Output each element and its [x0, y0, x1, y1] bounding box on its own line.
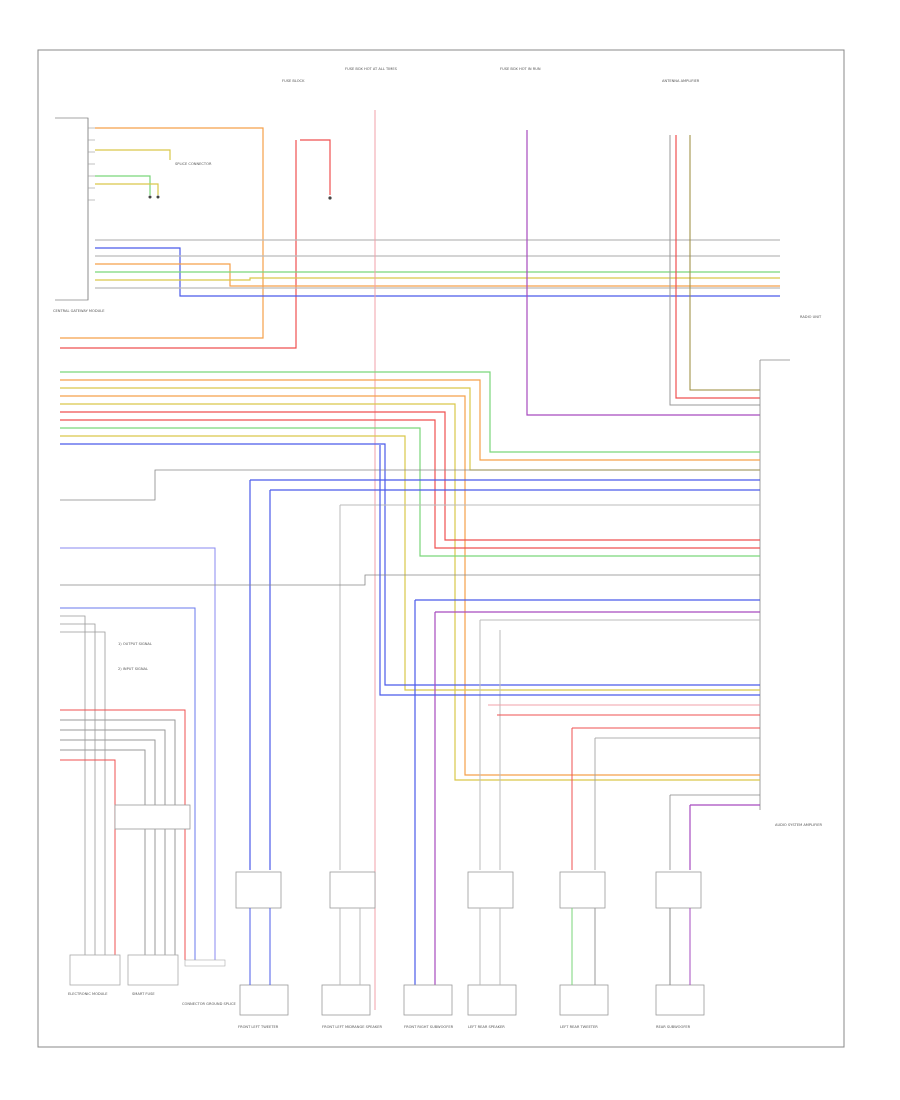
smart-fuse-box: [127, 954, 179, 986]
diagram-border: [37, 49, 845, 1048]
gateway-to-amp-wires: [60, 371, 760, 781]
central-gateway-label: CENTRAL GATEWAY MODULE: [53, 309, 105, 313]
left-rear-speaker-label: LEFT REAR SPEAKER: [468, 1025, 505, 1029]
wire-purple-top: [526, 130, 760, 416]
wire-grey-left2: [60, 615, 86, 960]
electronic-module: [69, 954, 121, 986]
audio-amplifier: AUDIO SYSTEM AMPLIFIER: [759, 359, 823, 827]
front-left-tweeter-label: FRONT LEFT TWEETER: [238, 1025, 279, 1029]
front-left-mid-label: FRONT LEFT MIDRANGE SPEAKER: [322, 1025, 382, 1029]
wire-grey-left4: [60, 631, 106, 960]
front-right-sub-label: FRONT RIGHT SUBWOOFER: [404, 1025, 454, 1029]
speakers: [239, 984, 705, 1016]
fuse-block-label: FUSE BLOCK: [282, 79, 305, 83]
wire-green-ground: [95, 175, 151, 195]
smart-fuse-wires: [60, 709, 186, 960]
smart-fuse-connector: [114, 804, 191, 830]
note-1: 1) OUTPUT SIGNAL: [118, 642, 152, 646]
wire-red-antenna: [675, 135, 760, 399]
wire-red-fuse-b: [300, 139, 331, 195]
splice-label: SPLICE CONNECTOR: [175, 162, 212, 166]
smart-fuse-label: SMART FUSE: [132, 992, 155, 996]
central-gateway-module: CENTRAL GATEWAY MODULE: [53, 117, 105, 313]
wire-grey-antenna: [669, 135, 760, 406]
wire-yellow-ground: [95, 183, 159, 195]
wire-blue-left: [60, 547, 216, 960]
top-labels: FUSE BLOCK FUSE BOX HOT AT ALL TIMES FUS…: [175, 67, 700, 166]
left-rear-tweeter-label: LEFT REAR TWEETER: [560, 1025, 598, 1029]
wire-red-fuse: [60, 140, 297, 349]
electronic-module-label: ELECTRONIC MODULE: [68, 992, 108, 996]
wire-grey-left: [60, 574, 760, 586]
wire-blue-left2: [60, 607, 196, 960]
radio-unit-label: RADIO UNIT: [800, 315, 822, 319]
wire-yellow-short: [95, 149, 171, 160]
audio-amp-label: AUDIO SYSTEM AMPLIFIER: [775, 823, 823, 827]
gateway-pins-top: [88, 127, 95, 201]
fuse-hot-label: FUSE BOX HOT AT ALL TIMES: [345, 67, 398, 71]
wire-blue-amp-low: [379, 445, 760, 696]
antenna-label: ANTENNA AMPLIFIER: [662, 79, 700, 83]
wire-grey-left3: [60, 623, 96, 960]
ground-splice-label: CONNECTOR GROUND SPLICE: [182, 1002, 237, 1006]
rear-sub-label: REAR SUBWOOFER: [656, 1025, 691, 1029]
wire-olive-antenna: [689, 135, 760, 391]
ground-splice: [184, 959, 226, 967]
wire-grey-gateway: [60, 469, 760, 501]
bus-wires: [95, 239, 780, 297]
speaker-link-wires: [249, 908, 691, 985]
fuse-run-label: FUSE BOX HOT IN RUN: [500, 67, 541, 71]
wire-orange-top: [60, 127, 264, 339]
note-2: 2) INPUT SIGNAL: [118, 667, 148, 671]
speaker-modules: [235, 871, 702, 909]
